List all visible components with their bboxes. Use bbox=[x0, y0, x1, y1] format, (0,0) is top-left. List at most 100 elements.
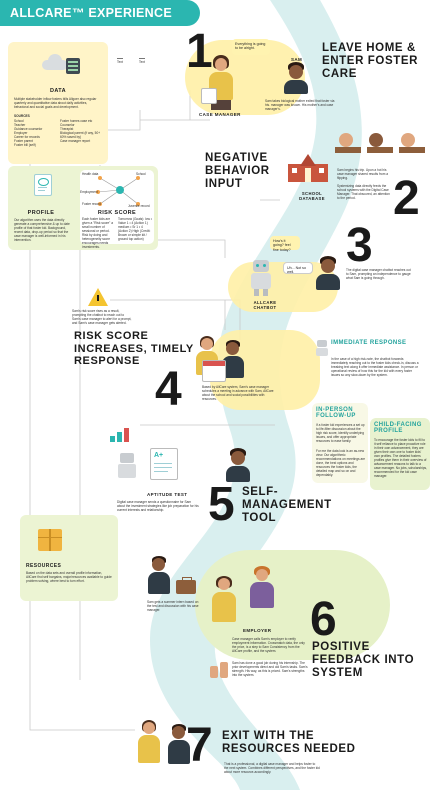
source-item: Teacher bbox=[14, 123, 26, 127]
step-4-caption: Based by AllCare system, Sam's case mana… bbox=[202, 385, 274, 401]
source-item: Foster homes case etc bbox=[60, 119, 93, 123]
resources-label: RESOURCES bbox=[26, 563, 62, 569]
resource-box-icon bbox=[38, 529, 62, 551]
risk-node-employment: Employment bbox=[80, 190, 98, 194]
legend-line-b bbox=[139, 58, 145, 60]
sam-figure-step6 bbox=[146, 556, 172, 596]
step-6-caption-c: Sam has done a good job during his inter… bbox=[232, 661, 308, 677]
chatbot-label: ALLCARE CHATBOT bbox=[253, 300, 277, 310]
server-icon bbox=[66, 58, 80, 74]
step-4-number: 4 bbox=[155, 363, 182, 416]
risk-node-foster: Foster record bbox=[82, 202, 101, 206]
childfacing-desc: To encourage the foster kids to fill to … bbox=[374, 438, 427, 478]
childfacing-label: CHILD-FACING PROFILE bbox=[374, 422, 422, 434]
risk-node-juvenile: Juvenile record bbox=[128, 204, 150, 208]
step-1-title: LEAVE HOME & ENTER FOSTER CARE bbox=[322, 42, 419, 81]
profile-risk-panel: PROFILE Our algorithm uses the data dire… bbox=[8, 166, 158, 250]
immediate-response-desc: In the case of a high risk-note, the cha… bbox=[331, 357, 419, 377]
risk-score-card: Health data School Employment Foster rec… bbox=[80, 170, 154, 249]
sam-figure-step5 bbox=[223, 448, 253, 482]
step-5-number: 5 bbox=[208, 478, 235, 531]
step-2-title: NEGATIVE BEHAVIOR INPUT bbox=[205, 152, 270, 191]
step-6-title: POSITIVE FEEDBACK INTO SYSTEM bbox=[312, 641, 415, 680]
step-4-title: RISK SCORE INCREASES, TIMELY RESPONSE bbox=[74, 330, 194, 368]
step-1-caption: Sam takes biological mother exited that … bbox=[265, 99, 335, 111]
risk-node-health: Health data bbox=[82, 172, 99, 176]
school-db-label: SCHOOL DATABASE bbox=[299, 191, 325, 201]
step-1-number: 1 bbox=[186, 25, 213, 78]
step-7-caption: That is a professional, a digital case m… bbox=[224, 762, 320, 774]
legend-text-b: Text bbox=[139, 60, 145, 64]
source-item: Therapist bbox=[60, 127, 74, 131]
step-2-number: 2 bbox=[393, 172, 420, 225]
sam-figure-step4 bbox=[220, 340, 246, 380]
cloud-icon bbox=[42, 54, 68, 70]
source-item: Guidance counselor bbox=[14, 127, 43, 131]
chatbot-robot-icon bbox=[250, 260, 272, 296]
classroom-illustration bbox=[335, 133, 431, 163]
aptitude-label: APTITUDE TEST bbox=[147, 492, 188, 497]
school-building-icon bbox=[288, 154, 328, 182]
step-2-caption-b: Systemizing data directly feeds the scho… bbox=[337, 184, 390, 200]
source-item: Biological parent (if any, 50+ 60% saved… bbox=[60, 131, 101, 139]
sam-label: SAM bbox=[291, 57, 303, 62]
step-3-caption: The digital case manager chatbot reaches… bbox=[346, 268, 411, 280]
case-manager-figure-step7 bbox=[136, 720, 162, 764]
risk-desc-left: Each foster kids are given a "Risk score… bbox=[82, 217, 113, 249]
step-7-number: 7 bbox=[186, 719, 213, 772]
sam-figure bbox=[282, 62, 310, 94]
profile-desc: Our algorithm uses the data directly gen… bbox=[14, 218, 70, 242]
risk-score-label: RISK SCORE bbox=[97, 210, 137, 216]
inperson-desc-b: For me the data look is an as-new view. … bbox=[316, 449, 366, 477]
chatbot-speech-bubble: How's it going? feel fine today? bbox=[270, 236, 300, 252]
source-item: Case manager report bbox=[60, 139, 91, 143]
inperson-label: IN-PERSON FOLLOW-UP bbox=[316, 407, 356, 419]
alert-caption: Sam's risk score rises as a result, prom… bbox=[72, 309, 132, 325]
clipboard-icon bbox=[201, 88, 217, 104]
step-6-caption-a: Sam gets a summer intern based on the te… bbox=[147, 600, 199, 612]
aptitude-robot-icon bbox=[118, 453, 136, 481]
sources-right: Foster homes case etc Counselor Therapis… bbox=[60, 119, 104, 143]
profile-document-icon bbox=[34, 174, 52, 196]
resources-desc: Based on the data sets and overall profi… bbox=[26, 571, 112, 583]
case-manager-label: CASE MANAGER bbox=[199, 112, 241, 117]
step-5-caption: Digital case manager sends a questionnai… bbox=[117, 500, 199, 512]
header-bar: ALLCARE™ EXPERIENCE bbox=[0, 0, 200, 26]
thumbs-up-icon bbox=[210, 662, 230, 678]
immediate-response-label: IMMEDIATE RESPONSE bbox=[331, 340, 407, 346]
source-item: Foster bill (self) bbox=[14, 143, 36, 147]
sources-title: SOURCES bbox=[14, 114, 30, 118]
legend: Text Text bbox=[117, 56, 167, 66]
step-2-caption-a: Sam begins his trip. Upon a hot his case… bbox=[337, 168, 389, 180]
childfacing-panel: CHILD-FACING PROFILE To encourage the fo… bbox=[370, 418, 430, 490]
data-panel: DATA Multiple stakeholder inflow fosters… bbox=[8, 42, 108, 164]
employer-label: EMPLOYER bbox=[243, 628, 272, 633]
step-7-title: EXIT WITH THE RESOURCES NEEDED bbox=[222, 730, 356, 756]
source-item: Counselor bbox=[60, 123, 75, 127]
test-paper-icon: A+ bbox=[150, 448, 178, 480]
source-item: Foster parent bbox=[14, 139, 33, 143]
step-3-number: 3 bbox=[346, 219, 373, 272]
legend-text-a: Text bbox=[117, 60, 123, 64]
risk-node-school: School bbox=[136, 172, 146, 176]
resources-panel: RESOURCES Based on the data sets and ove… bbox=[20, 515, 118, 601]
data-desc: Multiple stakeholder inflow fosters bill… bbox=[14, 97, 97, 109]
warning-mark bbox=[97, 295, 99, 301]
source-item: School bbox=[14, 119, 24, 123]
step-1-speech-bubble: Everything is going to be alright. bbox=[232, 39, 270, 55]
sam-figure-step7 bbox=[166, 724, 192, 764]
profile-label: PROFILE bbox=[27, 210, 55, 216]
sources-left: School Teacher Guidance counselor Employ… bbox=[14, 119, 58, 147]
risk-network-diagram bbox=[96, 176, 140, 206]
sam-figure-step3 bbox=[314, 256, 342, 290]
source-item: Employer bbox=[14, 131, 28, 135]
source-item: Career for records bbox=[14, 135, 40, 139]
calendar-icon bbox=[202, 360, 226, 382]
case-manager-figure bbox=[206, 55, 236, 110]
sam-speech-bubble: Uh... Not so well. bbox=[283, 262, 313, 274]
inperson-desc-a: If a foster kid experiences a set up to … bbox=[316, 423, 365, 443]
legend-line-a bbox=[117, 58, 123, 59]
briefcase-icon bbox=[176, 577, 196, 594]
chatbot-small-icon bbox=[316, 340, 328, 356]
step-6-caption-b: Case manager calls Sam's employer to ver… bbox=[232, 637, 305, 653]
